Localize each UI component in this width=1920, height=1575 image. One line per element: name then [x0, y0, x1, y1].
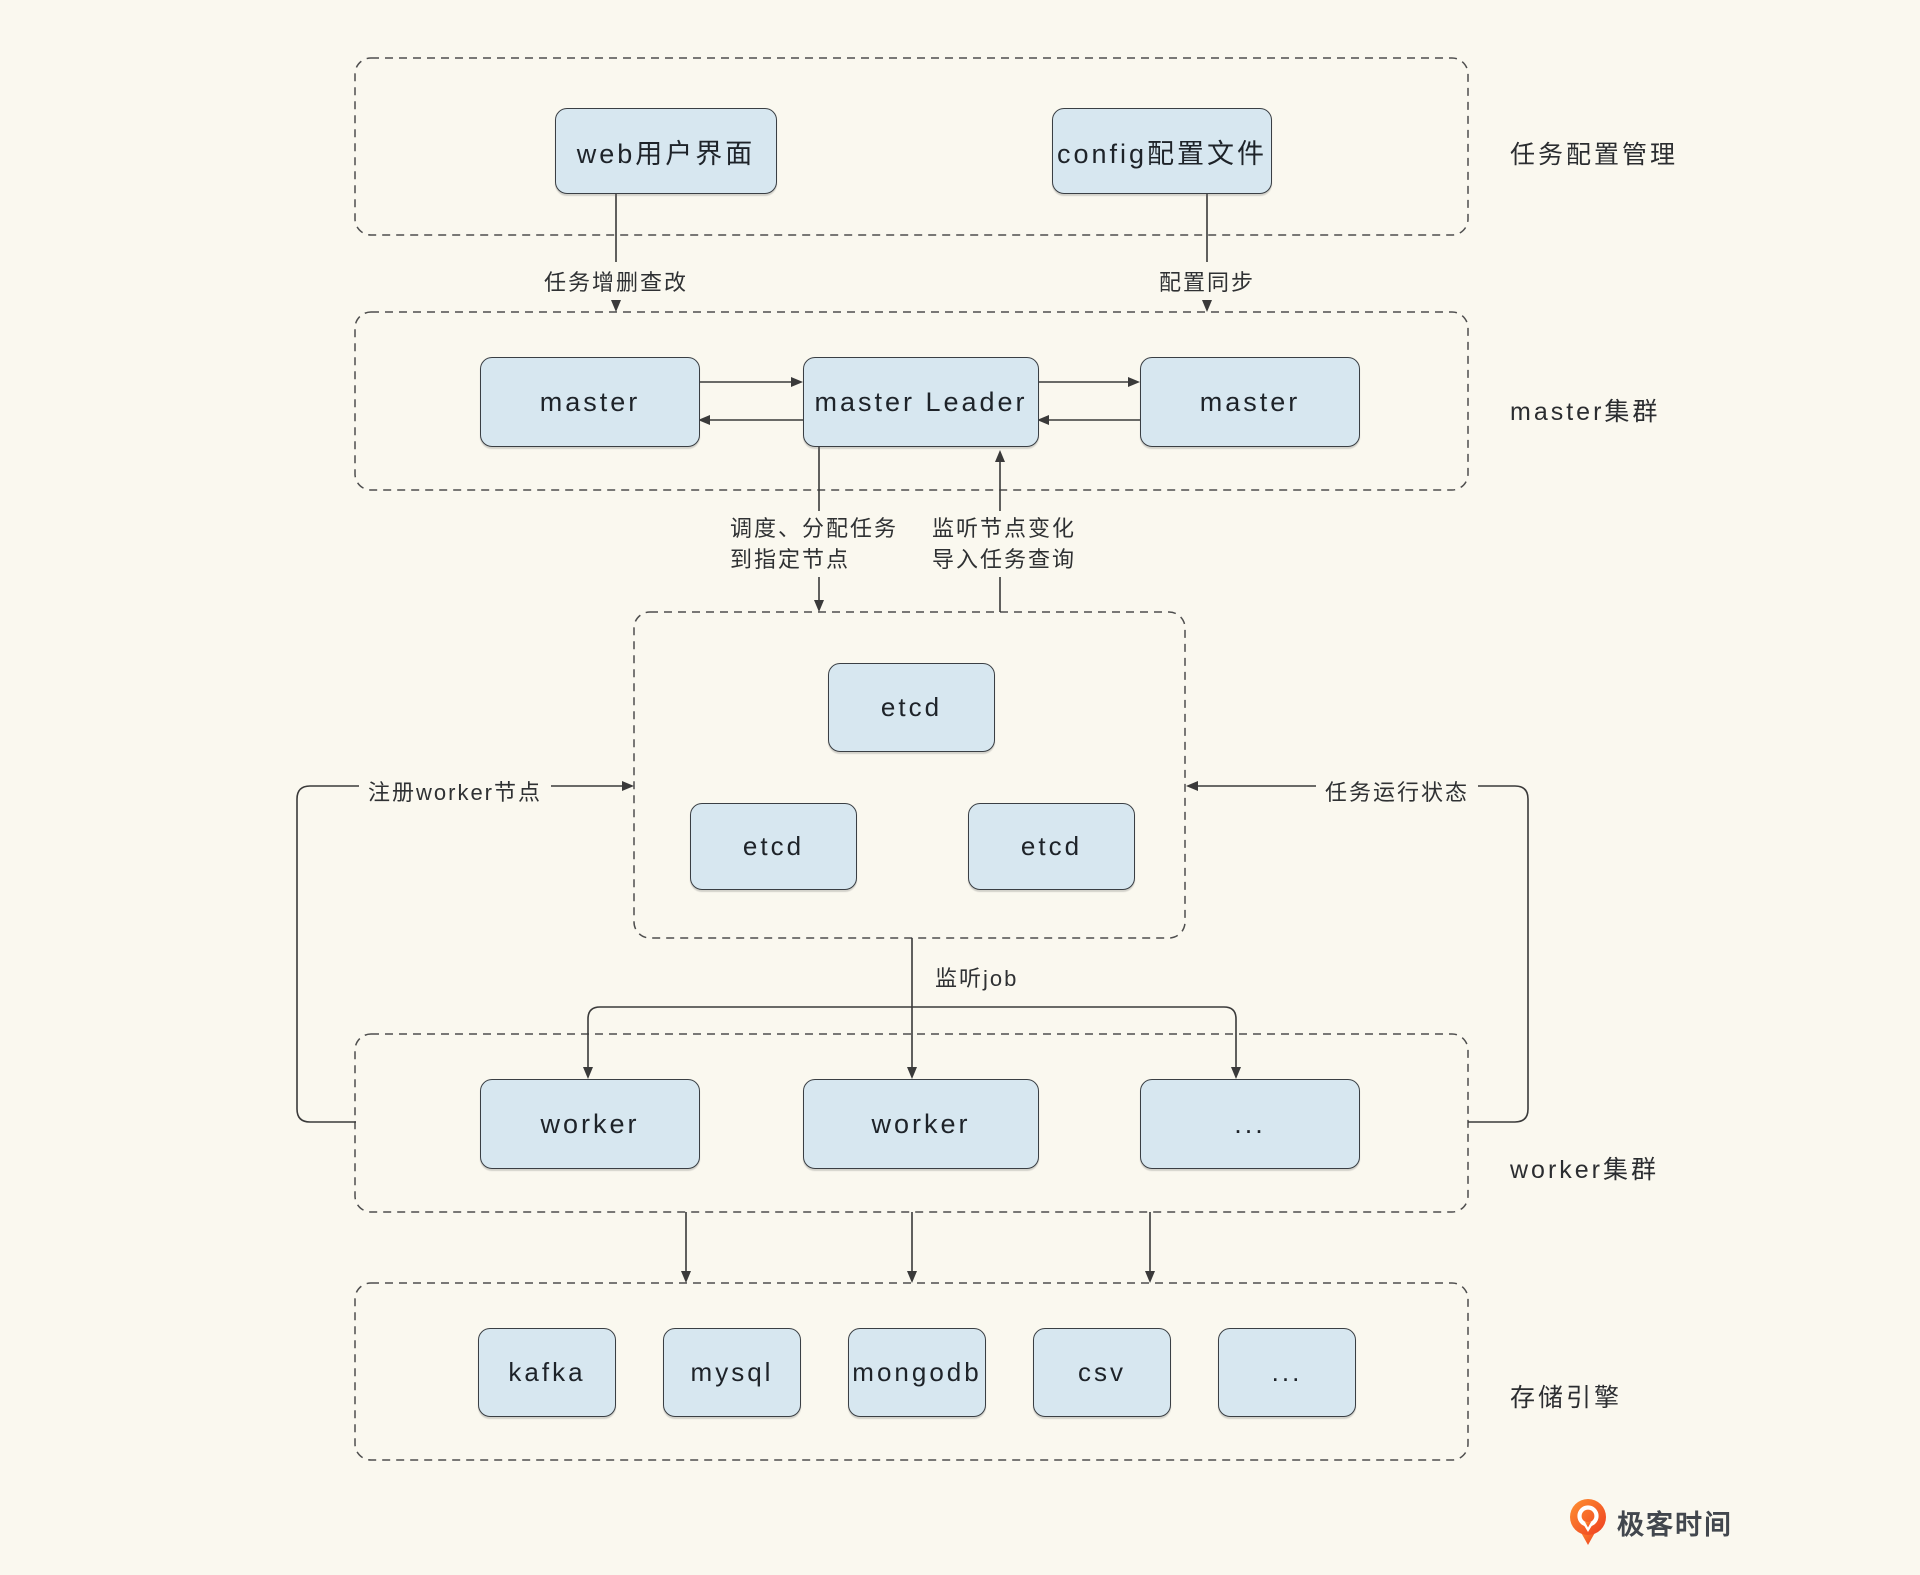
node-web-ui: web用户界面	[555, 108, 777, 194]
node-worker-2: worker	[803, 1079, 1039, 1169]
node-mongodb: mongodb	[848, 1328, 986, 1417]
cluster-etcd-frame	[633, 611, 1186, 939]
edge-label-watch-line1: 监听节点变化	[932, 516, 1077, 541]
node-csv: csv	[1033, 1328, 1171, 1417]
node-worker-1: worker	[480, 1079, 700, 1169]
node-master-2: master	[1140, 357, 1360, 447]
geektime-logo-text: 极客时间	[1617, 1509, 1733, 1540]
edge-label-register-worker: 注册worker节点	[358, 772, 552, 810]
geektime-logo-icon	[1570, 1499, 1606, 1545]
edge-label-dispatch-line1: 调度、分配任务	[730, 516, 899, 541]
cluster-worker-frame	[354, 1033, 1469, 1213]
node-config-file: config配置文件	[1052, 108, 1272, 194]
node-etcd-3: etcd	[968, 803, 1135, 890]
node-worker-more: ...	[1140, 1079, 1360, 1169]
cluster-master-frame	[354, 311, 1469, 491]
edge-label-config-sync: 配置同步	[1149, 262, 1265, 300]
node-mysql: mysql	[663, 1328, 801, 1417]
edge-label-dispatch-line2: 到指定节点	[730, 547, 851, 572]
edge-label-task-crud: 任务增删查改	[534, 262, 698, 300]
node-storage-more: ...	[1218, 1328, 1356, 1417]
edge-label-watch: 监听节点变化 导入任务查询	[924, 511, 1085, 577]
node-master-1: master	[480, 357, 700, 447]
edge-register-worker-line	[296, 785, 627, 1123]
node-kafka: kafka	[478, 1328, 616, 1417]
label-cluster-worker: worker集群	[1510, 1156, 1660, 1184]
edge-label-watch-job: 监听job	[935, 966, 1019, 991]
node-master-leader: master Leader	[803, 357, 1039, 447]
cluster-storage-frame	[354, 1282, 1469, 1461]
edge-label-task-status: 任务运行状态	[1315, 772, 1479, 810]
label-cluster-storage: 存储引擎	[1510, 1384, 1623, 1412]
node-etcd-2: etcd	[690, 803, 857, 890]
label-cluster-task-config: 任务配置管理	[1510, 141, 1679, 169]
geektime-logo: 极客时间	[1568, 1498, 1733, 1546]
edge-task-status-line	[1198, 785, 1529, 1123]
edge-label-watch-line2: 导入任务查询	[932, 547, 1077, 572]
cluster-task-config-frame	[354, 57, 1469, 236]
edge-label-dispatch: 调度、分配任务 到指定节点	[722, 511, 907, 577]
node-etcd-1: etcd	[828, 663, 995, 752]
label-cluster-master: master集群	[1510, 398, 1661, 426]
